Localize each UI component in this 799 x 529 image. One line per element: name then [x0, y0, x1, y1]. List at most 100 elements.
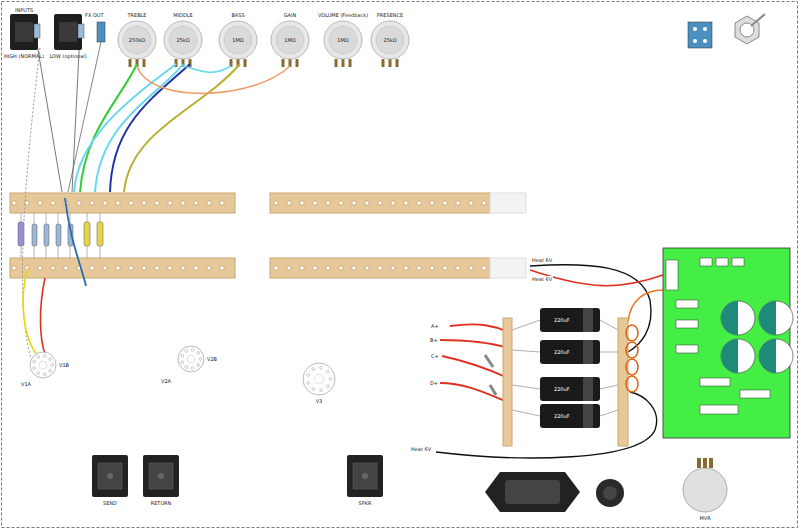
top-right-parts: [693, 27, 697, 31]
eyelet-row: [129, 266, 133, 270]
wire: [512, 320, 618, 416]
fuse-holder: [603, 486, 617, 500]
top-right-parts: [703, 39, 707, 43]
power-board: [740, 390, 770, 398]
pot-node: BASS1MΩ: [219, 21, 257, 59]
pot-node: GAIN1MΩ: [271, 21, 309, 59]
jack-node: LOW (optional): [54, 14, 82, 50]
eyelet-row: [300, 201, 304, 205]
eyelet-row: [12, 201, 486, 270]
value-label: 1MΩ: [337, 37, 348, 43]
eyelet-row: [339, 201, 343, 205]
power-board: [663, 248, 790, 438]
jackbox-symbol: [143, 455, 179, 497]
part-label: VOLUME (Feedback): [318, 12, 368, 18]
eyelet-row: [51, 201, 55, 205]
eyelet-row: [77, 201, 81, 205]
part-label: SPKR: [359, 500, 372, 506]
filter-capacitor: [540, 404, 600, 428]
pot-node: MIDDLE25kΩ: [164, 21, 202, 59]
wire: [74, 64, 176, 192]
wire: [440, 383, 508, 402]
wire-label: A+: [430, 323, 440, 329]
eyelet-row: [365, 266, 369, 270]
eyelet-row: [352, 266, 356, 270]
terminal-strip: [270, 258, 490, 278]
choke-coil: [626, 325, 638, 392]
top-right-parts: [693, 39, 697, 43]
pot-lug: [130, 59, 397, 67]
pot-node: TREBLE250kΩ: [118, 21, 156, 59]
wire-label: Heat 6V: [410, 446, 432, 452]
resistor-symbol: [18, 222, 24, 246]
resistor-symbol: [97, 222, 103, 246]
part-label: TREBLE: [127, 12, 146, 18]
eyelet-row: [274, 266, 278, 270]
eyelet-row: [443, 201, 447, 205]
power-board: [666, 260, 678, 290]
eyelet-row: [443, 266, 447, 270]
wire: [110, 64, 190, 192]
eyelet-row: [103, 201, 107, 205]
eyelet-row: [129, 201, 133, 205]
power-board: [700, 258, 712, 266]
fuse-holder: [596, 479, 624, 507]
jack-symbol: [10, 14, 38, 50]
wire-label: C+: [430, 353, 440, 359]
eyelet-row: [469, 201, 473, 205]
iec-socket: [485, 472, 580, 512]
eyelet-row: [456, 266, 460, 270]
eyelet-row: [430, 266, 434, 270]
wire: [530, 270, 663, 286]
value-label: 25kΩ: [383, 37, 396, 43]
bigpot-node: MVR: [683, 468, 727, 512]
eyelet-row: [326, 201, 330, 205]
eyelet-row: [103, 266, 107, 270]
tube-symbol: [303, 363, 335, 395]
eyelet-row: [313, 266, 317, 270]
tube-node: V3: [303, 363, 335, 395]
wire-label: INPUTS: [14, 7, 34, 13]
part-label: V2B: [207, 356, 217, 362]
wire-label: Heat 6V: [531, 276, 553, 282]
jackbox-symbol: [92, 455, 128, 497]
eyelet-row: [456, 201, 460, 205]
choke-coil: [626, 359, 638, 375]
tube-node: V2B: [178, 346, 204, 372]
wire: [440, 340, 508, 348]
jackbox-node: RETURN: [143, 455, 179, 497]
power-board: [732, 258, 744, 266]
power-board: [700, 405, 738, 414]
wire-label: Heat 6V: [531, 257, 553, 263]
top-right-parts: [688, 22, 712, 48]
iec-socket: [505, 480, 560, 504]
choke-coil: [626, 325, 638, 341]
filter-capacitor: [583, 340, 593, 364]
terminal-strip: [490, 193, 526, 213]
top-right-parts: [735, 16, 759, 44]
eyelet-row: [12, 201, 16, 205]
filter-capacitor: [583, 377, 593, 401]
power-board: [676, 300, 698, 308]
wire: [23, 268, 38, 356]
terminal-strip: [490, 258, 526, 278]
value-label: 250kΩ: [129, 37, 145, 43]
power-strip: [503, 318, 512, 446]
capacitor-value: 220uF: [553, 349, 571, 355]
eyelet-row: [155, 201, 159, 205]
jackbox-symbol: [347, 455, 383, 497]
capacitor-value: 220uF: [553, 386, 571, 392]
part-label: PRESENCE: [377, 12, 403, 18]
resistor-symbol: [18, 213, 103, 258]
jackbox-node: SPKR: [347, 455, 383, 497]
eyelet-row: [90, 266, 94, 270]
eyelet-row: [142, 201, 146, 205]
value-label: 1MΩ: [284, 37, 295, 43]
choke-coil: [626, 342, 638, 358]
eyelet-row: [391, 266, 395, 270]
power-board: [700, 378, 730, 386]
eyelet-row: [313, 201, 317, 205]
filter-capacitor: [583, 308, 593, 332]
